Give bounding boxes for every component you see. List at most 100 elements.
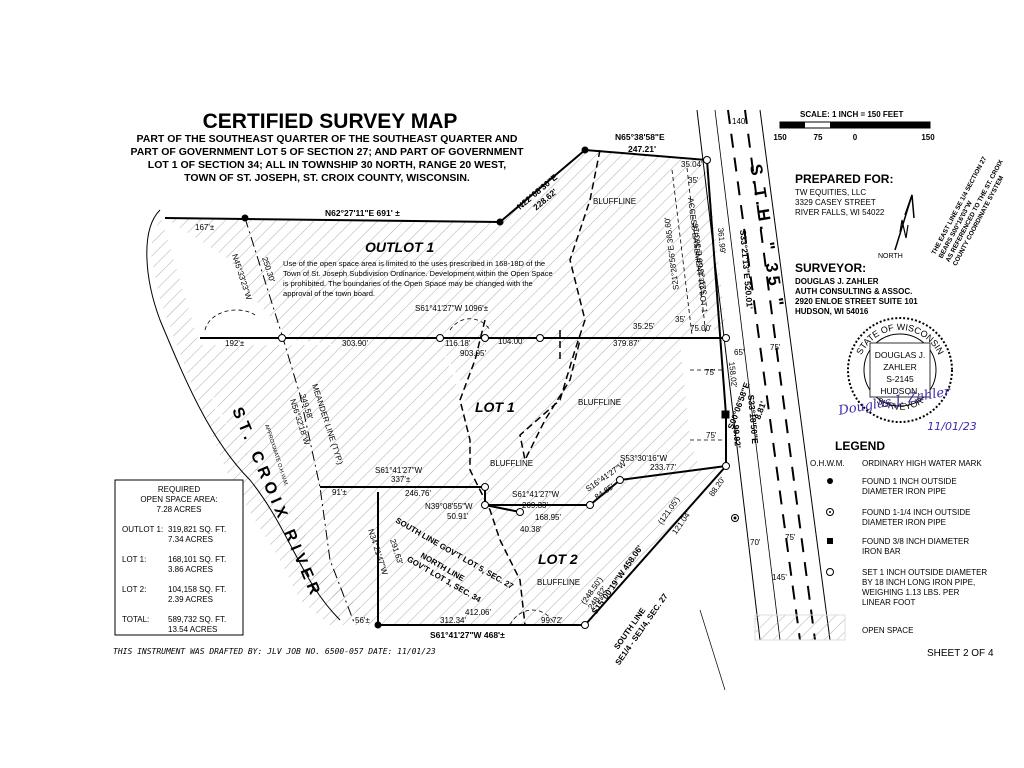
open-space-area — [165, 150, 726, 625]
sheet-number: SHEET 2 OF 4 — [927, 648, 994, 659]
svg-text:SE1/4 - SE1/4, SEC. 27: SE1/4 - SE1/4, SEC. 27 — [614, 592, 670, 667]
svg-text:75': 75' — [706, 431, 717, 440]
svg-text:140': 140' — [732, 117, 747, 126]
svg-text:S53°30'16"W: S53°30'16"W — [620, 454, 668, 463]
set-pipe-marker — [703, 156, 711, 164]
svg-text:91'±: 91'± — [332, 488, 347, 497]
svg-text:S61°41'27"W: S61°41'27"W — [375, 466, 423, 475]
svg-text:209.33': 209.33' — [522, 501, 548, 510]
set-pipe-marker — [722, 334, 730, 342]
svg-text:OUTLOT 1:: OUTLOT 1: — [122, 525, 163, 534]
scale-tick: 150 — [773, 133, 787, 142]
svg-text:3.86 ACRES: 3.86 ACRES — [168, 565, 213, 574]
open-circle-icon — [826, 568, 834, 576]
prepared-for-heading: PREPARED FOR: — [795, 172, 893, 186]
svg-text:361.99': 361.99' — [716, 227, 727, 254]
svg-text:OPEN SPACE: OPEN SPACE — [862, 626, 913, 635]
svg-text:35': 35' — [688, 176, 699, 185]
svg-text:379.87': 379.87' — [613, 339, 639, 348]
svg-text:BLUFFLINE: BLUFFLINE — [537, 578, 580, 587]
svg-text:WEIGHING 1.13 LBS. PER: WEIGHING 1.13 LBS. PER — [862, 588, 960, 597]
svg-text:S61°41'27"W 468'±: S61°41'27"W 468'± — [430, 630, 505, 640]
set-pipe-marker — [722, 462, 730, 470]
svg-text:LINEAR FOOT: LINEAR FOOT — [862, 598, 915, 607]
svg-text:OPEN SPACE AREA:: OPEN SPACE AREA: — [140, 495, 217, 504]
svg-text:116.18': 116.18' — [445, 339, 471, 348]
svg-text:BLUFFLINE: BLUFFLINE — [578, 398, 621, 407]
svg-text:145': 145' — [772, 573, 787, 582]
svg-text:N65°38'58"E: N65°38'58"E — [615, 132, 665, 142]
svg-text:DOUGLAS J.: DOUGLAS J. — [875, 350, 926, 360]
svg-text:35.25': 35.25' — [633, 322, 655, 331]
svg-text:247.21': 247.21' — [628, 144, 656, 154]
bluff-lines — [459, 149, 601, 626]
north-arrow-icon — [894, 194, 915, 251]
found-pipe-marker — [581, 146, 589, 154]
lot1-label: LOT 1 — [475, 399, 515, 415]
open-space-summary: REQUIRED OPEN SPACE AREA: 7.28 ACRES OUT… — [114, 479, 244, 636]
map-title: CERTIFIED SURVEY MAP — [203, 110, 458, 133]
svg-text:35.04': 35.04' — [681, 160, 703, 169]
svg-text:337'±: 337'± — [391, 475, 411, 484]
svg-text:S-2145: S-2145 — [886, 374, 914, 384]
scale-bar: SCALE: 1 INCH = 150 FEET 150 75 0 150 — [773, 110, 935, 142]
svg-text:303.90': 303.90' — [342, 339, 368, 348]
svg-text:ZAHLER: ZAHLER — [883, 362, 917, 372]
found-pipe-marker — [374, 621, 382, 629]
found-pipe-marker — [241, 214, 249, 222]
svg-text:FOUND 3/8 INCH DIAMETER: FOUND 3/8 INCH DIAMETER — [862, 537, 969, 546]
svg-text:BY 18 INCH LONG IRON PIPE,: BY 18 INCH LONG IRON PIPE, — [862, 578, 975, 587]
scale-label: SCALE: 1 INCH = 150 FEET — [800, 110, 903, 119]
svg-text:589,732 SQ. FT.: 589,732 SQ. FT. — [168, 615, 226, 624]
svg-text:N39°08'55"W: N39°08'55"W — [425, 502, 473, 511]
subtitle-line: PART OF THE SOUTHEAST QUARTER OF THE SOU… — [137, 133, 518, 145]
svg-text:412.06': 412.06' — [465, 608, 491, 617]
set-pipe-marker — [586, 501, 594, 509]
svg-text:246.76': 246.76' — [405, 489, 431, 498]
svg-text:75': 75' — [785, 533, 796, 542]
river-bank — [146, 209, 356, 626]
svg-text:104,158 SQ. FT.: 104,158 SQ. FT. — [168, 585, 226, 594]
outlot-label: OUTLOT 1 — [365, 239, 434, 255]
svg-text:168.95': 168.95' — [535, 513, 561, 522]
property-boundary — [164, 148, 727, 626]
open-space-note: Use of the open space area is limited to… — [283, 259, 553, 298]
surveyor-line: 2920 ENLOE STREET SUITE 101 — [795, 297, 918, 306]
svg-text:50.91': 50.91' — [447, 512, 469, 521]
svg-text:N62°27'11"E 691' ±: N62°27'11"E 691' ± — [325, 208, 400, 218]
svg-text:192'±: 192'± — [225, 339, 245, 348]
svg-text:FOUND 1 INCH OUTSIDE: FOUND 1 INCH OUTSIDE — [862, 477, 957, 486]
svg-text:IRON BAR: IRON BAR — [862, 547, 901, 556]
set-pipe-marker — [536, 334, 544, 342]
subtitle-line: PART OF GOVERNMENT LOT 5 OF SECTION 27; … — [131, 146, 525, 158]
monuments — [241, 146, 739, 629]
svg-text:LOT 1:: LOT 1: — [122, 555, 146, 564]
prepared-for-line: RIVER FALLS, WI 54022 — [795, 208, 885, 217]
set-pipe-marker — [481, 501, 489, 509]
legend: LEGEND O.H.W.M. ORDINARY HIGH WATER MARK… — [754, 439, 987, 641]
drafted-note: THIS INSTRUMENT WAS DRAFTED BY: JLV JOB … — [113, 647, 436, 656]
svg-text:S61°41'27"W 1096'±: S61°41'27"W 1096'± — [415, 304, 489, 313]
scale-tick: 150 — [921, 133, 935, 142]
set-pipe-marker — [481, 483, 489, 491]
svg-text:S61°41'27"W: S61°41'27"W — [512, 490, 560, 499]
svg-text:DIAMETER IRON PIPE: DIAMETER IRON PIPE — [862, 518, 946, 527]
svg-text:168,101 SQ. FT.: 168,101 SQ. FT. — [168, 555, 226, 564]
svg-text:REQUIRED: REQUIRED — [158, 485, 200, 494]
set-pipe-marker — [616, 476, 624, 484]
svg-text:7.28 ACRES: 7.28 ACRES — [157, 505, 202, 514]
surveyor-seal: STATE OF WISCONSIN SURVEYOR DOUGLAS J. Z… — [836, 317, 977, 433]
svg-text:is prohibited. The boundaries: is prohibited. The boundaries of the Ope… — [283, 279, 533, 288]
set-pipe-marker — [581, 621, 589, 629]
surveyor-heading: SURVEYOR: — [795, 261, 866, 275]
svg-text:BLUFFLINE: BLUFFLINE — [593, 197, 636, 206]
svg-text:75': 75' — [705, 368, 716, 377]
subtitle-line: TOWN OF ST. JOSEPH, ST. CROIX COUNTY, WI… — [184, 172, 470, 184]
svg-text:S33°18'50"E: S33°18'50"E — [746, 394, 760, 444]
set-pipe-marker — [516, 508, 524, 516]
svg-text:167'±: 167'± — [195, 223, 215, 232]
set-pipe-marker — [278, 334, 286, 342]
svg-text:LOT 2:: LOT 2: — [122, 585, 146, 594]
svg-text:319,821 SQ. FT.: 319,821 SQ. FT. — [168, 525, 226, 534]
